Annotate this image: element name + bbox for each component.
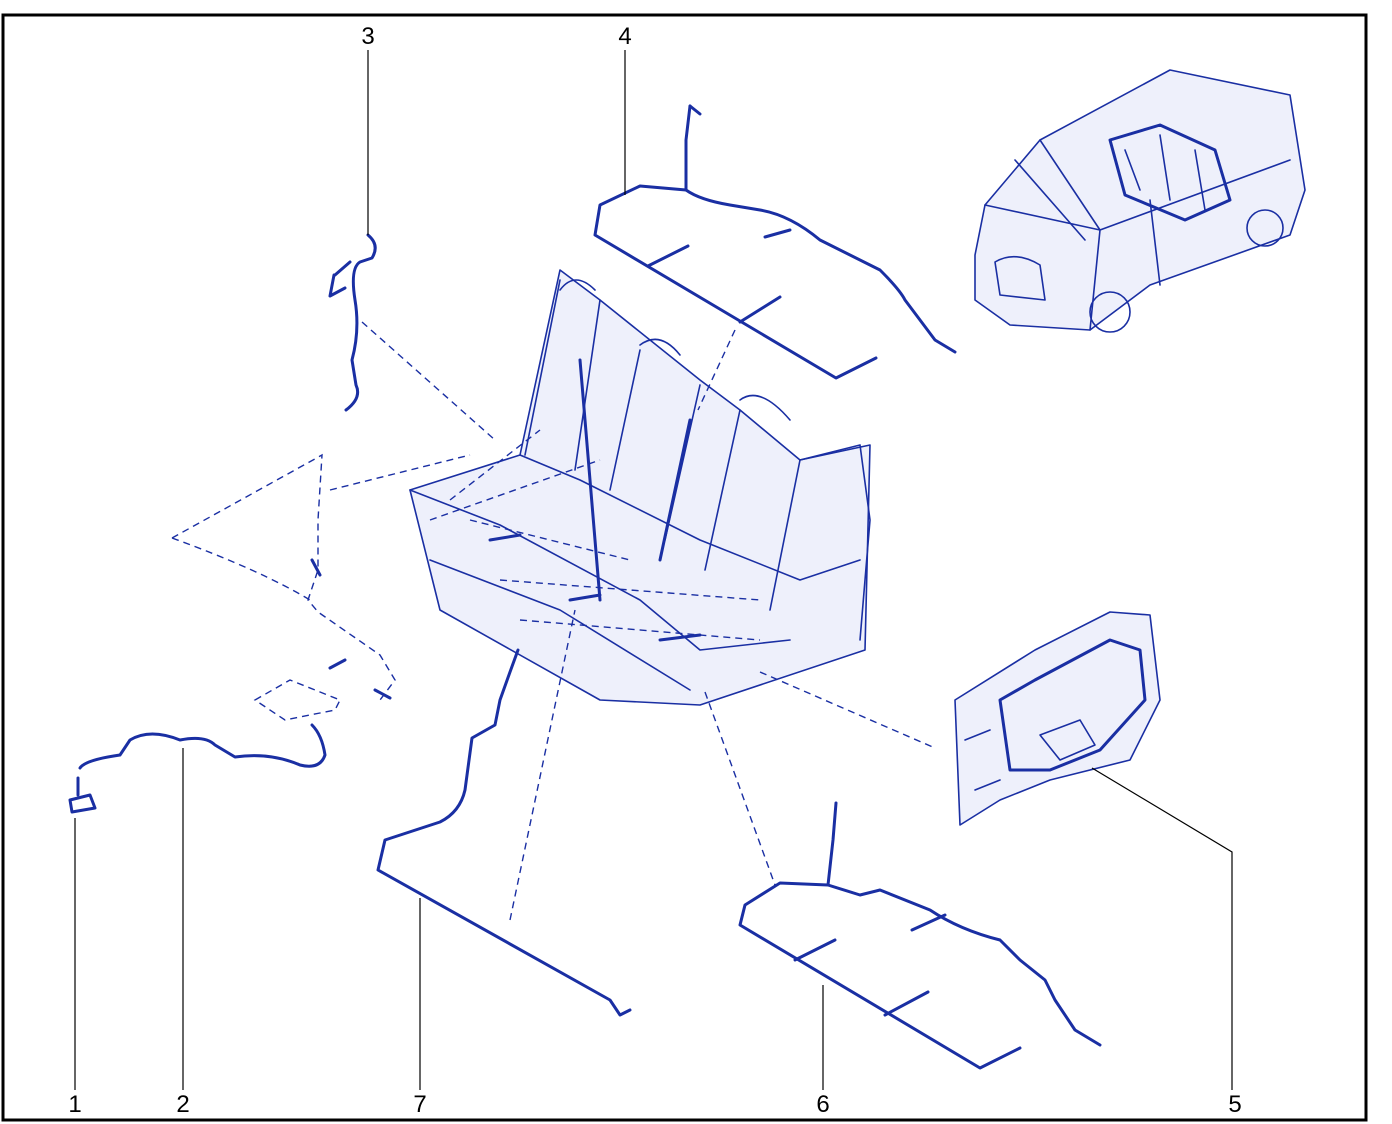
diagram-frame xyxy=(1,13,1368,1122)
callout-labels: 3 4 1 2 7 6 5 xyxy=(68,23,1241,1118)
harness-part-6 xyxy=(704,691,1102,1070)
callout-7: 7 xyxy=(413,1091,426,1118)
callout-5: 5 xyxy=(1228,1091,1241,1118)
callout-6: 6 xyxy=(816,1091,829,1118)
callout-4: 4 xyxy=(618,23,631,50)
van-illustration xyxy=(974,69,1306,333)
harness-part-3 xyxy=(328,233,496,441)
harness-part-2 xyxy=(78,453,471,770)
callout-leaders xyxy=(74,50,1233,1090)
callout-3: 3 xyxy=(361,23,374,50)
harness-part-7 xyxy=(376,609,632,1017)
bench-seat xyxy=(409,269,871,706)
harness-part-4 xyxy=(593,104,957,411)
callout-2: 2 xyxy=(176,1091,189,1118)
callout-1: 1 xyxy=(68,1091,81,1118)
side-panel-part-5 xyxy=(759,611,1161,826)
connector-part-1 xyxy=(68,776,97,814)
